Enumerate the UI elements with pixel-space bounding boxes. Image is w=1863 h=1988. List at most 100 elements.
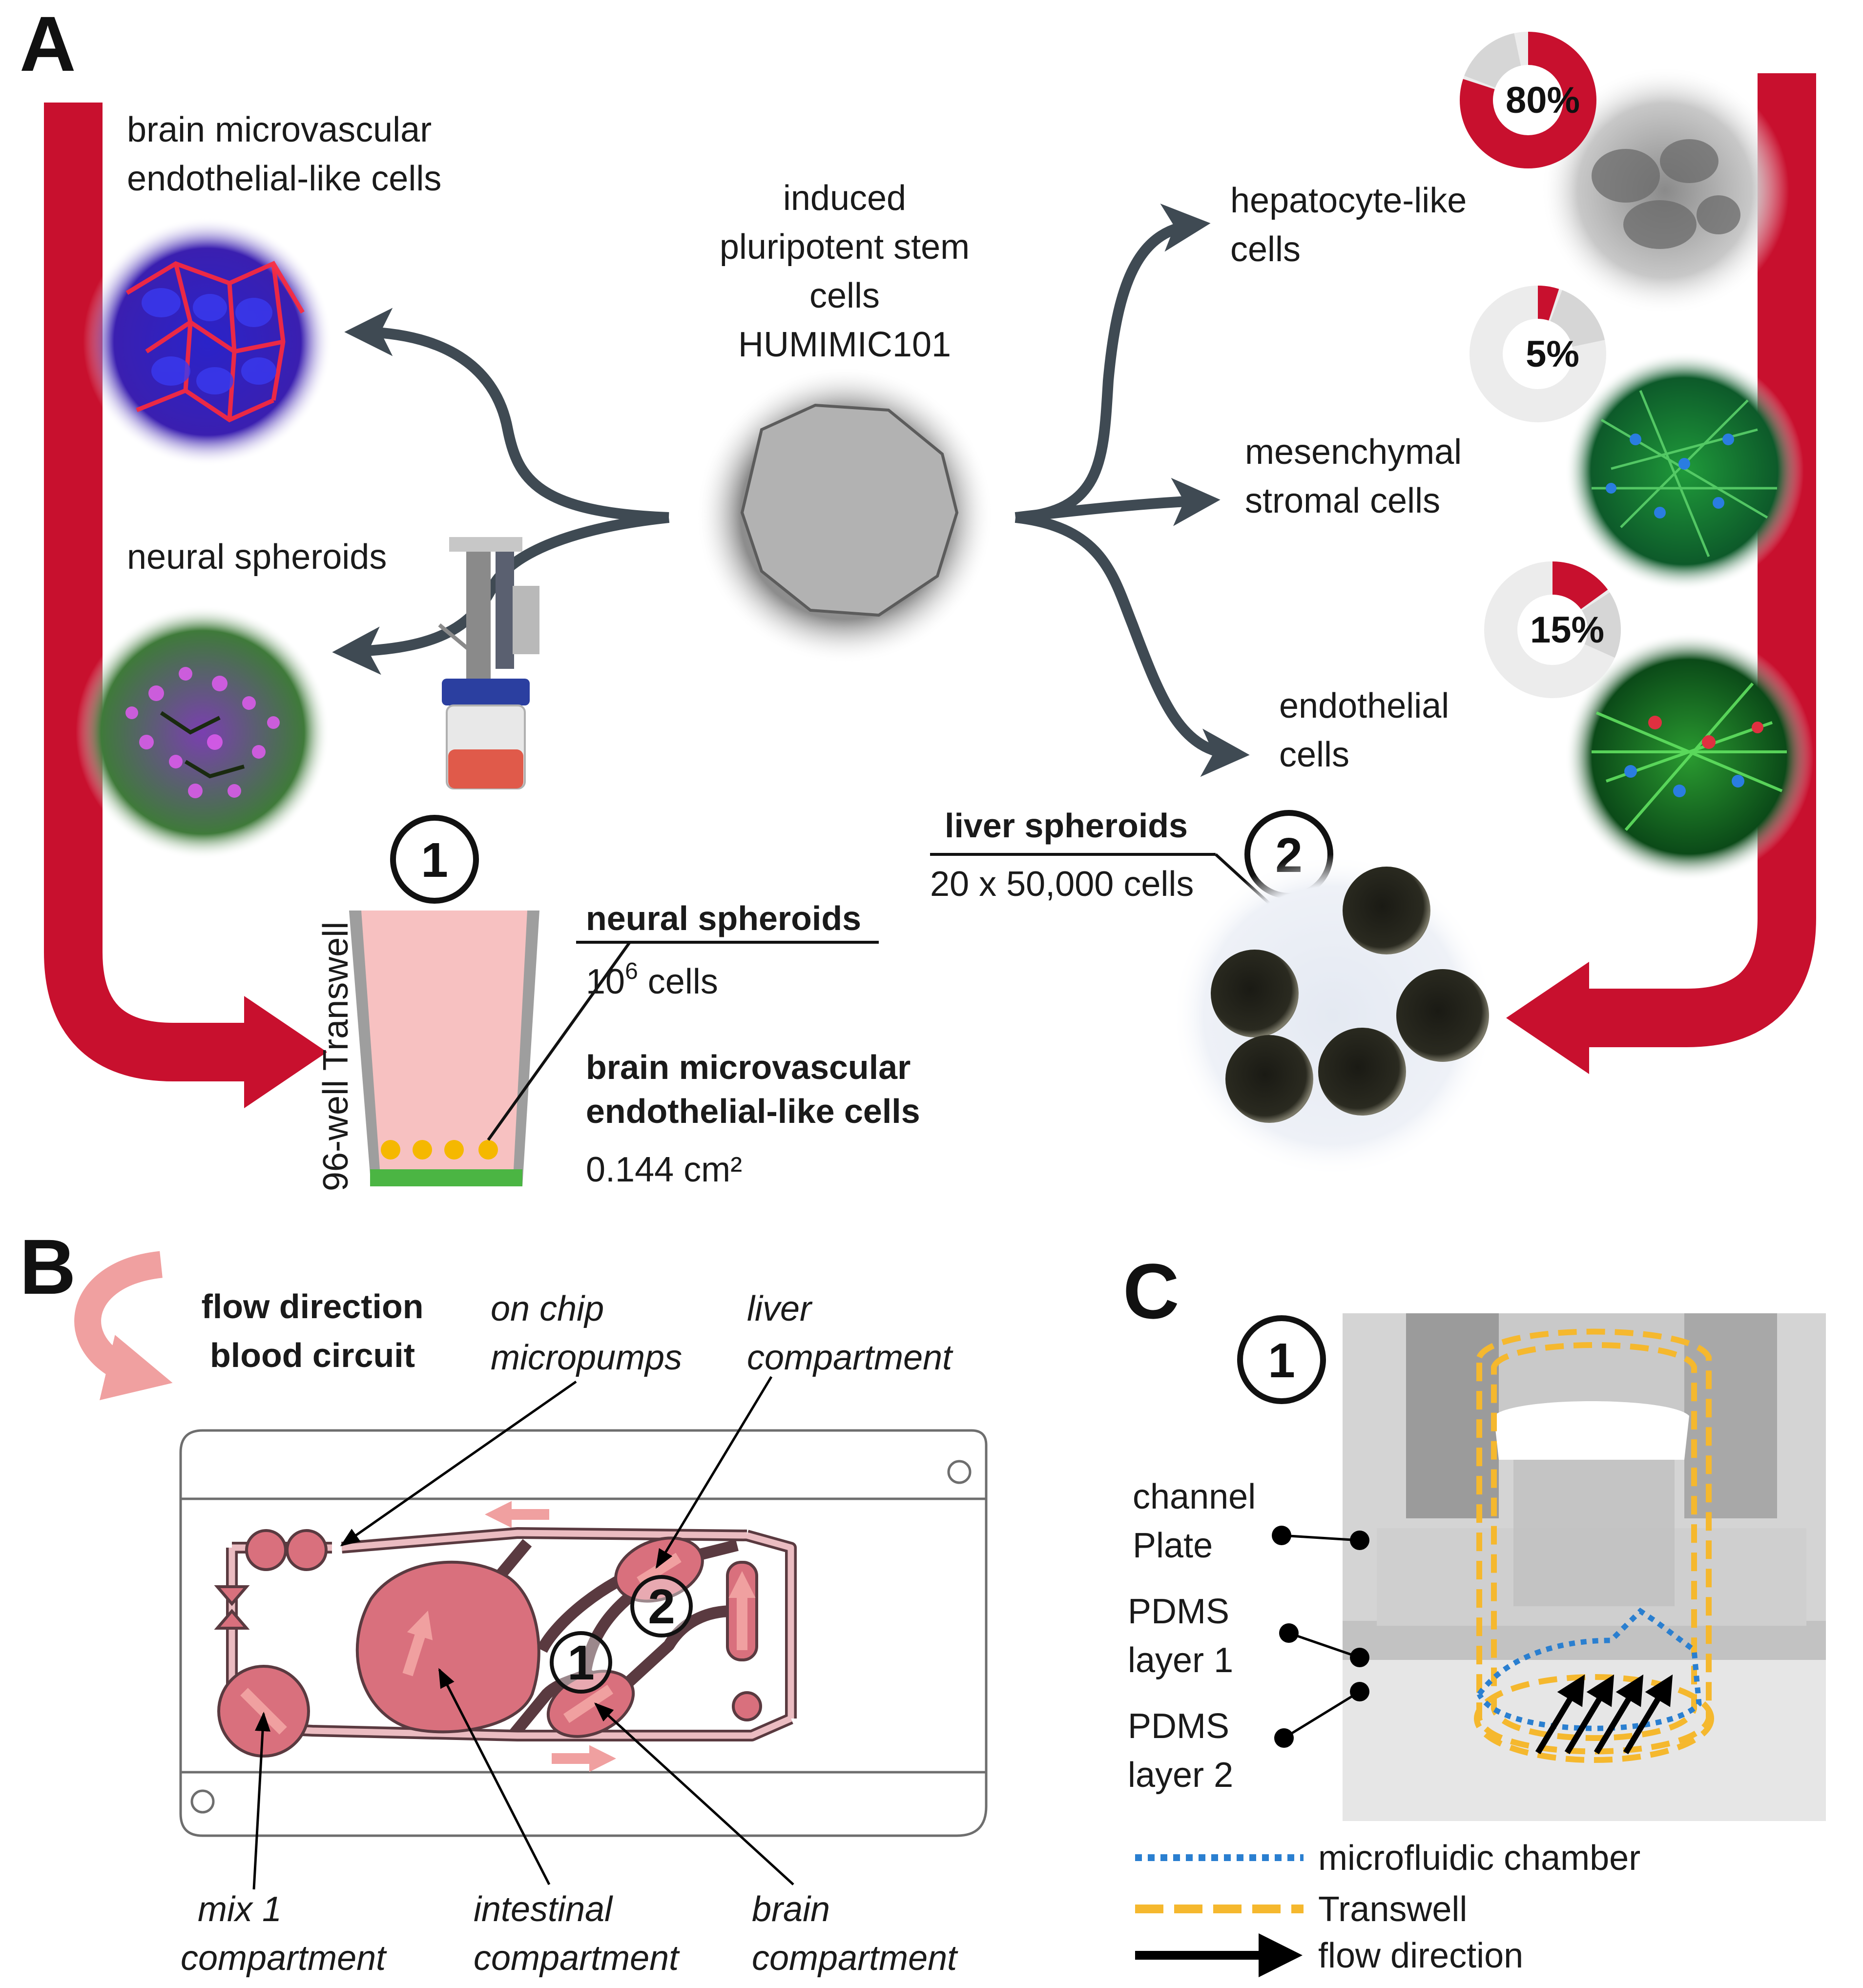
arrow-to-endothelial — [1014, 512, 1250, 777]
channel-plate-label: channel Plate — [1133, 1477, 1256, 1565]
svg-text:PDMS: PDMS — [1128, 1592, 1229, 1631]
svg-text:layer 2: layer 2 — [1128, 1756, 1233, 1795]
hepatocyte-image — [1540, 66, 1789, 315]
donut-chart: 5% — [1470, 286, 1606, 422]
svg-text:compartment: compartment — [181, 1939, 387, 1978]
svg-text:mix 1: mix 1 — [198, 1890, 282, 1929]
section-flow-arrows — [1535, 1674, 1673, 1755]
intestinal-compartment-label: intestinal compartment — [474, 1890, 680, 1978]
differentiation-arrows — [332, 204, 1250, 777]
endothelial-image — [1565, 632, 1814, 881]
liver-compartment-label: liver compartment — [747, 1289, 953, 1377]
label-pointers — [252, 1376, 794, 1890]
svg-text:brain microvascular: brain microvascular — [586, 1048, 911, 1086]
micropumps-label: on chip micropumps — [491, 1289, 682, 1377]
legend-flow-label: flow direction — [1318, 1936, 1523, 1975]
flow-direction-icon — [74, 1251, 173, 1400]
svg-text:cells: cells — [1230, 230, 1301, 269]
svg-text:cells: cells — [809, 276, 880, 315]
endothelial-label: endothelial cells — [1279, 686, 1449, 774]
svg-text:2: 2 — [648, 1579, 675, 1634]
msc-image — [1565, 352, 1804, 591]
layer-pointers — [1272, 1526, 1369, 1748]
svg-text:pluripotent stem: pluripotent stem — [720, 228, 970, 267]
svg-text:endothelial-like cells: endothelial-like cells — [127, 159, 441, 198]
svg-text:on chip: on chip — [491, 1289, 604, 1328]
bmec-image — [83, 217, 332, 466]
donut-segment — [1552, 561, 1608, 609]
compartment-1-marker — [390, 815, 479, 904]
transwell-outline — [1474, 1328, 1714, 1763]
svg-text:Plate: Plate — [1133, 1526, 1213, 1565]
donut-label: 80% — [1506, 80, 1580, 121]
liver-spheroids-image — [1172, 854, 1494, 1177]
bioreactor-icon — [438, 537, 539, 789]
svg-text:brain: brain — [752, 1890, 830, 1929]
mix-compartment-label: mix 1 compartment — [181, 1890, 387, 1978]
svg-text:layer 1: layer 1 — [1128, 1641, 1233, 1680]
donut-chart: 15% — [1484, 561, 1621, 698]
micropump-right — [286, 1529, 328, 1571]
arrow-to-msc — [1014, 477, 1221, 526]
arrow-to-bmec — [344, 308, 669, 523]
intestinal-compartment — [355, 1560, 540, 1734]
panel-c-marker: 1 — [1237, 1315, 1326, 1404]
svg-text:brain microvascular: brain microvascular — [127, 110, 432, 149]
donut-chart: 80% — [1460, 32, 1597, 168]
pdms-layer-2-label: PDMS layer 2 — [1128, 1707, 1233, 1795]
micropump-left — [245, 1529, 287, 1571]
svg-text:hepatocyte-like: hepatocyte-like — [1230, 181, 1467, 220]
donut-label: 5% — [1526, 333, 1579, 375]
liver-spheroids-title: liver spheroids — [945, 807, 1188, 845]
svg-text:HUMIMIC101: HUMIMIC101 — [738, 325, 951, 364]
ipsc-colony-outline — [740, 403, 959, 617]
svg-text:mesenchymal: mesenchymal — [1245, 433, 1462, 472]
neural-spheroid-image — [76, 605, 330, 859]
svg-text:endothelial-like cells: endothelial-like cells — [586, 1092, 920, 1130]
svg-text:intestinal: intestinal — [474, 1890, 613, 1929]
chip-outline — [179, 1429, 988, 1837]
chip-cross-section — [1343, 1313, 1826, 1821]
donut-segment — [1460, 32, 1597, 168]
chip-marker-2: 2 — [630, 1575, 693, 1637]
arrow-to-neural — [332, 512, 670, 675]
ipsc-label: induced pluripotent stem cells HUMIMIC10… — [720, 179, 970, 364]
legend-microfluidic-label: microfluidic chamber — [1318, 1839, 1640, 1878]
svg-text:channel: channel — [1133, 1477, 1256, 1516]
svg-text:blood circuit: blood circuit — [210, 1336, 415, 1374]
brain-compartment-label: brain compartment — [752, 1890, 958, 1978]
flow-direction-label: flow direction blood circuit — [202, 1287, 424, 1374]
compartment-2: 2 liver spheroids 20 x 50,000 cells — [930, 807, 1494, 1177]
bmec-label: brain microvascular endothelial-like cel… — [127, 110, 441, 198]
panel-b: B flow direction blood circuit — [20, 1223, 988, 1978]
neural-pointer-line — [487, 941, 631, 1141]
right-red-arrow — [1506, 73, 1816, 1074]
chip-marker-1: 1 — [550, 1631, 612, 1694]
neural-spheroids-label: neural spheroids — [127, 538, 387, 577]
svg-text:endothelial: endothelial — [1279, 686, 1449, 725]
chip-flow-arrows — [240, 1501, 756, 1772]
transwell-well — [349, 911, 539, 1186]
svg-text:induced: induced — [783, 179, 906, 218]
svg-text:micropumps: micropumps — [491, 1338, 682, 1377]
panel-b-label: B — [20, 1223, 76, 1310]
msc-label: mesenchymal stromal cells — [1245, 433, 1462, 520]
svg-text:compartment: compartment — [747, 1338, 953, 1377]
neural-cell-count: 106 cells — [586, 958, 718, 1001]
panel-c-label: C — [1123, 1247, 1180, 1335]
pdms-layer-1-label: PDMS layer 1 — [1128, 1592, 1233, 1680]
svg-text:cells: cells — [1279, 735, 1349, 774]
svg-text:liver: liver — [747, 1289, 813, 1328]
compartment-1-number: 1 — [421, 833, 448, 888]
panel-a: A induced pluripotent stem cells HUMIMIC… — [20, 0, 1816, 1191]
svg-text:stromal cells: stromal cells — [1245, 481, 1440, 520]
legend-transwell-label: Transwell — [1318, 1890, 1467, 1929]
microfluidic-chamber-outline — [1476, 1607, 1702, 1731]
svg-text:1: 1 — [567, 1636, 595, 1690]
panel-a-label: A — [20, 0, 76, 87]
liver-cell-count: 20 x 50,000 cells — [930, 865, 1194, 904]
svg-text:flow direction: flow direction — [202, 1287, 424, 1325]
neural-spheroids-title: neural spheroids — [586, 899, 861, 937]
left-red-arrow — [44, 103, 327, 1108]
